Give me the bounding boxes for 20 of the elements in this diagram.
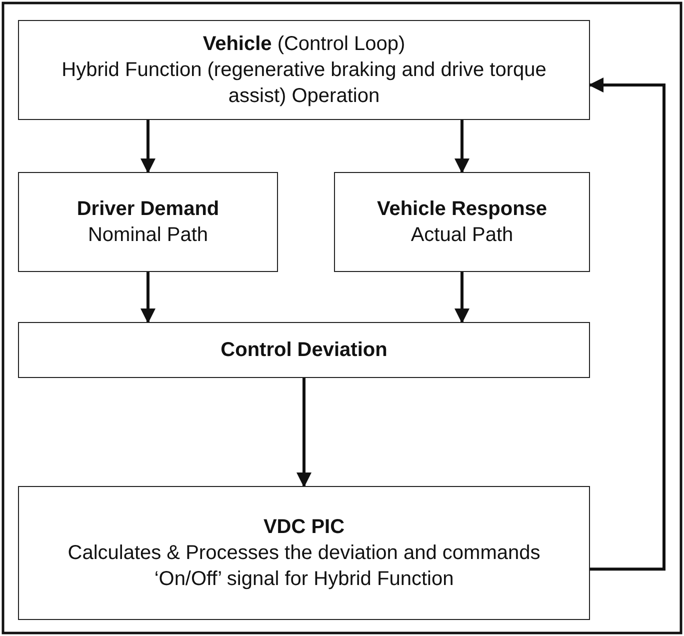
arrow <box>454 272 470 324</box>
process-box <box>18 322 590 378</box>
process-box <box>18 486 590 620</box>
box-text: Calculates & Processes the deviation and commands ‘On/Off’ signal for Hybrid Function <box>66 541 542 592</box>
arrow <box>140 120 156 174</box>
process-box <box>334 172 590 272</box>
process-box <box>18 20 590 120</box>
box-heading: VDC PIC <box>263 515 345 540</box>
arrow <box>296 378 312 488</box>
arrow <box>454 120 470 174</box>
box-heading: Driver Demand <box>76 197 220 222</box>
process-box <box>18 172 278 272</box>
box-text: Nominal Path <box>88 223 208 248</box>
box-text: Hybrid Function (regenerative braking and drive torque assist) Operation <box>60 58 548 109</box>
arrow <box>140 272 156 324</box>
box-heading: Control Deviation <box>220 338 388 363</box>
box-text: Actual Path <box>410 223 514 248</box>
box-heading: Vehicle Response <box>376 197 548 222</box>
arrow <box>588 78 666 571</box>
box-heading: Vehicle (Control Loop) <box>202 32 406 57</box>
